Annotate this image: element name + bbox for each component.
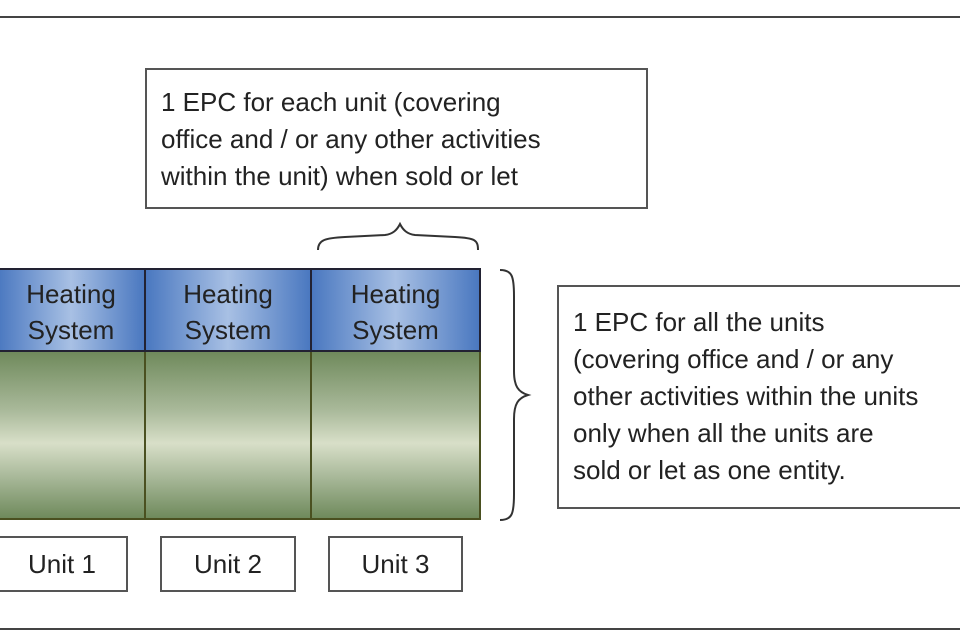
unit-brace-icon — [317, 221, 479, 251]
note-line: (covering office and / or any — [573, 344, 894, 374]
heating-label: System — [184, 315, 272, 345]
note-line: 1 EPC for each unit (covering — [161, 87, 501, 117]
note-line: other activities within the units — [573, 381, 919, 411]
note-line: sold or let as one entity. — [573, 455, 846, 485]
heating-system-unit-2: Heating System — [144, 268, 312, 352]
unit-1-body — [0, 352, 146, 520]
heating-system-unit-1: Heating System — [0, 268, 146, 352]
heating-label: Heating — [183, 279, 273, 309]
all-units-epc-note: 1 EPC for all the units (covering office… — [557, 285, 960, 509]
unit-3-body — [310, 352, 481, 520]
note-line: within the unit) when sold or let — [161, 161, 518, 191]
unit-2-body — [144, 352, 312, 520]
heating-label: Heating — [26, 279, 116, 309]
note-line: office and / or any other activities — [161, 124, 541, 154]
diagram-frame — [0, 16, 960, 630]
unit-3-label: Unit 3 — [328, 536, 463, 592]
all-units-brace-icon — [499, 269, 532, 521]
heating-system-unit-3: Heating System — [310, 268, 481, 352]
heating-label: Heating — [350, 279, 441, 309]
heating-label: System — [352, 315, 439, 345]
heating-label: System — [27, 315, 115, 345]
single-unit-epc-note: 1 EPC for each unit (covering office and… — [145, 68, 648, 209]
unit-2-label: Unit 2 — [160, 536, 296, 592]
note-line: only when all the units are — [573, 418, 874, 448]
note-line: 1 EPC for all the units — [573, 307, 825, 337]
unit-1-label: Unit 1 — [0, 536, 128, 592]
